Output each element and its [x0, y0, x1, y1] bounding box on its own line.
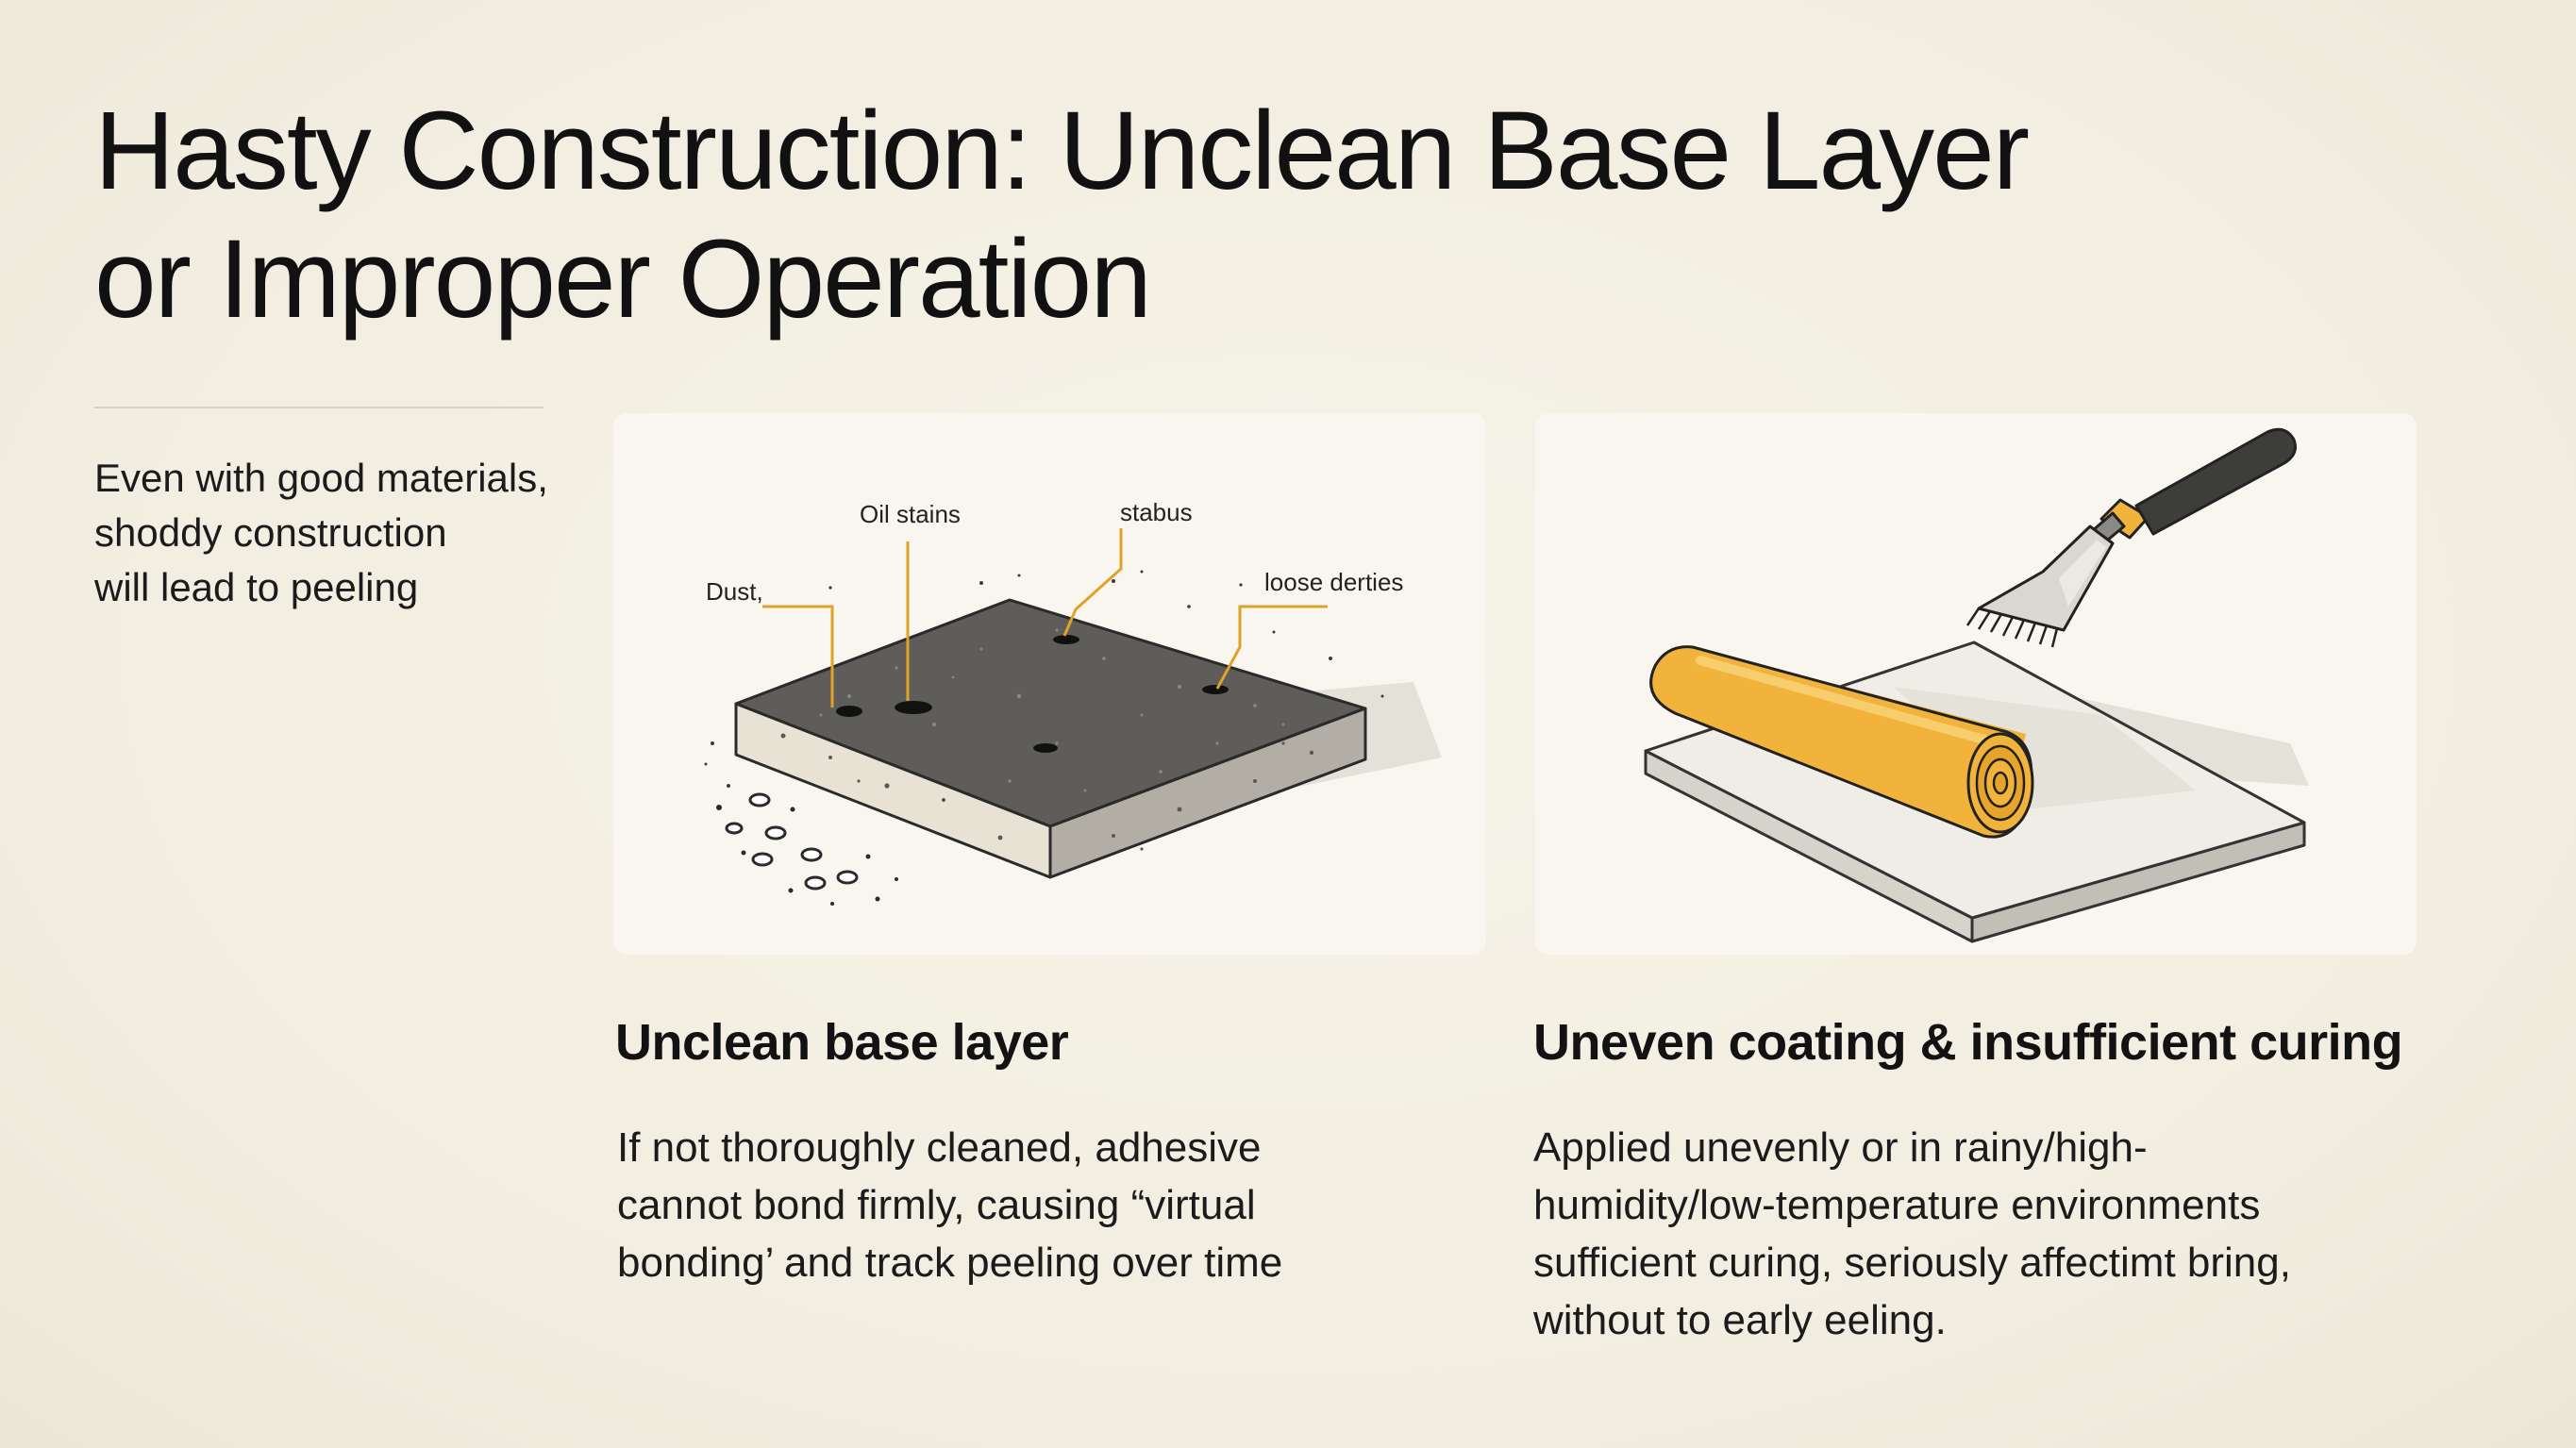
unclean-base-heading: Unclean base layer	[615, 1014, 1069, 1071]
oil-stain-dot	[1053, 635, 1079, 644]
debris-leader-line	[1215, 605, 1328, 690]
intro-line-3: will lead to peeling	[94, 565, 419, 609]
debris-pebble	[748, 792, 771, 807]
intro-divider	[94, 407, 544, 408]
debris-pebble	[764, 825, 787, 841]
uneven-coating-desc-line-3: sufficient curing, seriously affectimt b…	[1533, 1240, 2291, 1286]
dust-leader-line	[762, 605, 834, 707]
uneven-coating-desc-line-1: Applied unevenly or in rainy/high-	[1533, 1124, 2148, 1171]
stabus-leader-line	[1062, 528, 1123, 637]
unclean-base-desc-line-2: cannot bond firmly, causing “virtual	[617, 1182, 1256, 1228]
page-title-line-2: or Improper Operation	[94, 217, 1152, 341]
dirty-concrete-slab-icon: Dust, Oil stains stabus loose derties	[704, 498, 1442, 906]
oil-stain-dot	[836, 706, 862, 717]
page-title: Hasty Construction: Unclean Base Layer o…	[94, 87, 2265, 343]
oil-stain-dot	[895, 701, 932, 714]
debris-pebble	[836, 870, 859, 885]
debris-pebble	[804, 875, 827, 890]
unclean-base-desc-line-1: If not thoroughly cleaned, adhesive	[617, 1124, 1262, 1171]
loose-debris-callout: loose derties	[1264, 568, 1403, 596]
uneven-coating-heading: Uneven coating & insufficient curing	[1533, 1014, 2403, 1071]
uneven-coating-card	[1535, 413, 2417, 955]
oil-stain-dot	[1202, 685, 1229, 694]
oil-stain-dot	[1033, 743, 1058, 753]
unclean-base-desc-line-3: bonding’ and track peeling over time	[617, 1240, 1283, 1286]
intro-line-1: Even with good materials,	[94, 456, 548, 500]
paint-roller-icon	[1649, 645, 2034, 839]
intro-text: Even with good materials, shoddy constru…	[94, 451, 623, 615]
stabus-callout: stabus	[1120, 498, 1193, 526]
debris-pebble	[751, 852, 774, 867]
page-title-line-1: Hasty Construction: Unclean Base Layer	[94, 89, 2030, 213]
intro-line-2: shoddy construction	[94, 510, 447, 555]
coating-tools-illustration	[1644, 427, 2309, 943]
dust-callout: Dust,	[706, 577, 763, 606]
uneven-coating-desc-line-2: humidity/low-temperature environments	[1533, 1182, 2261, 1228]
debris-pebble	[800, 847, 823, 862]
debris-pebble	[725, 822, 744, 835]
uneven-coating-description: Applied unevenly or in rainy/high- humid…	[1533, 1119, 2496, 1349]
oil-stains-callout: Oil stains	[860, 500, 961, 528]
slab-right-face	[1048, 707, 1367, 879]
uneven-coating-desc-line-4: without to early eeling.	[1533, 1297, 1947, 1343]
scraper-icon	[1965, 427, 2297, 648]
unclean-base-description: If not thoroughly cleaned, adhesive cann…	[617, 1119, 1466, 1291]
unclean-base-card: Dust, Oil stains stabus loose derties	[613, 413, 1486, 955]
